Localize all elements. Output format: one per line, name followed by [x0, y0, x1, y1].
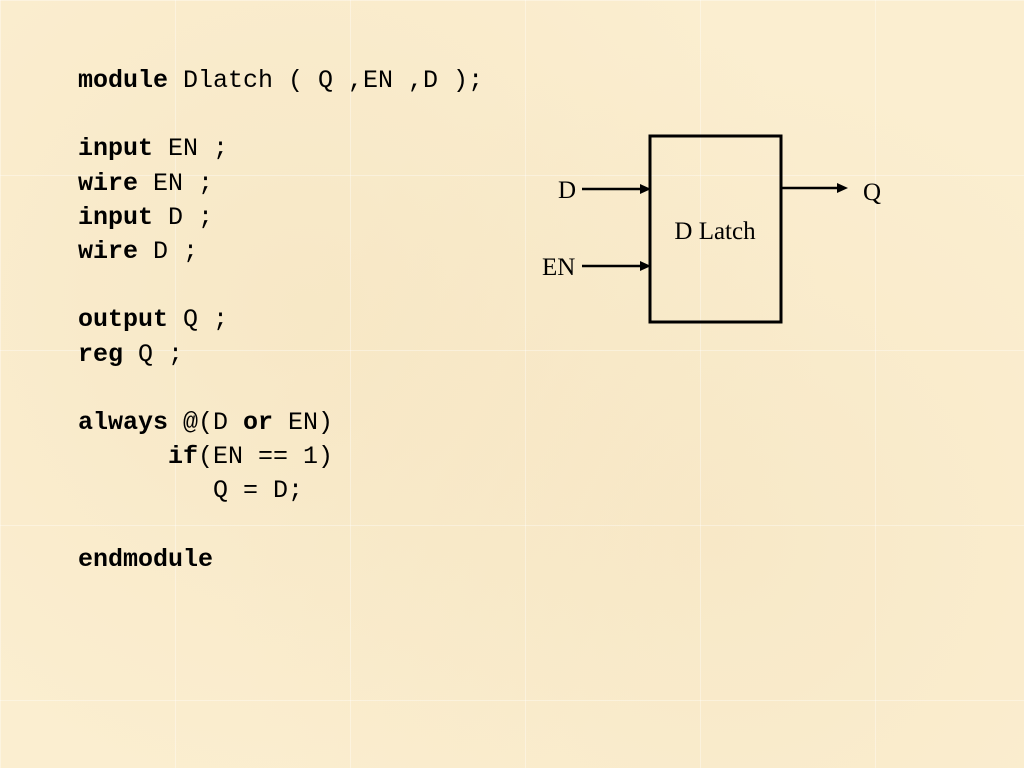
code-line-always: always @(D or EN) [78, 406, 483, 440]
output-q-arrow [782, 183, 848, 193]
code-line-if: if(EN == 1) [78, 440, 483, 474]
code-indent [78, 442, 168, 471]
keyword-output: output [78, 305, 169, 335]
keyword-always: always [78, 407, 169, 437]
keyword-if: if [168, 442, 199, 472]
input-d-label: D [558, 177, 576, 204]
code-line-endmodule: endmodule [78, 543, 483, 577]
input-en-label: EN [542, 254, 575, 281]
code-line-input-d: input D ; [78, 201, 483, 235]
latch-block-label: D Latch [674, 218, 756, 245]
if-condition-text: (EN == 1) [198, 442, 334, 472]
code-line-wire-en: wire EN ; [78, 167, 483, 201]
keyword-endmodule: endmodule [78, 544, 214, 574]
input-en-arrowhead [640, 261, 651, 271]
code-line-output-q: output Q ; [78, 303, 483, 337]
d-latch-svg: D Latch D EN Q [542, 134, 881, 324]
sensitivity-close-text: EN) [273, 407, 334, 437]
code-line-wire-d: wire D ; [78, 235, 483, 269]
input-d-arrow [582, 184, 651, 194]
code-line-assignment: Q = D; [78, 474, 483, 508]
latch-block [648, 134, 783, 324]
keyword-input: input [78, 134, 154, 164]
keyword-input: input [78, 202, 154, 232]
keyword-or: or [243, 407, 274, 437]
wire-en-text: EN ; [138, 168, 214, 198]
assignment-text: Q = D; [78, 476, 304, 506]
keyword-wire: wire [78, 236, 139, 266]
sensitivity-open-text: @(D [168, 407, 244, 437]
code-line-module: module Dlatch ( Q ,EN ,D ); [78, 64, 483, 98]
code-line-reg-q: reg Q ; [78, 338, 483, 372]
code-blank-line [78, 508, 483, 542]
code-blank-line [78, 98, 483, 132]
output-q-label: Q [863, 179, 881, 206]
keyword-reg: reg [78, 339, 124, 369]
input-d-text: D ; [153, 202, 214, 232]
d-latch-diagram: D Latch D EN Q [530, 125, 890, 335]
verilog-code-block: module Dlatch ( Q ,EN ,D ); input EN ; w… [78, 64, 483, 577]
code-line-input-en: input EN ; [78, 132, 483, 166]
code-blank-line [78, 269, 483, 303]
input-en-text: EN ; [153, 134, 229, 164]
reg-q-text: Q ; [123, 339, 184, 369]
input-en-arrow [582, 261, 651, 271]
wire-d-text: D ; [138, 236, 199, 266]
keyword-module: module [78, 66, 169, 95]
input-d-arrowhead [640, 184, 651, 194]
output-q-arrowhead [837, 183, 848, 193]
output-q-text: Q ; [168, 305, 229, 335]
code-blank-line [78, 372, 483, 406]
keyword-wire: wire [78, 168, 139, 198]
module-declaration-text: Dlatch ( Q ,EN ,D ); [168, 66, 484, 95]
